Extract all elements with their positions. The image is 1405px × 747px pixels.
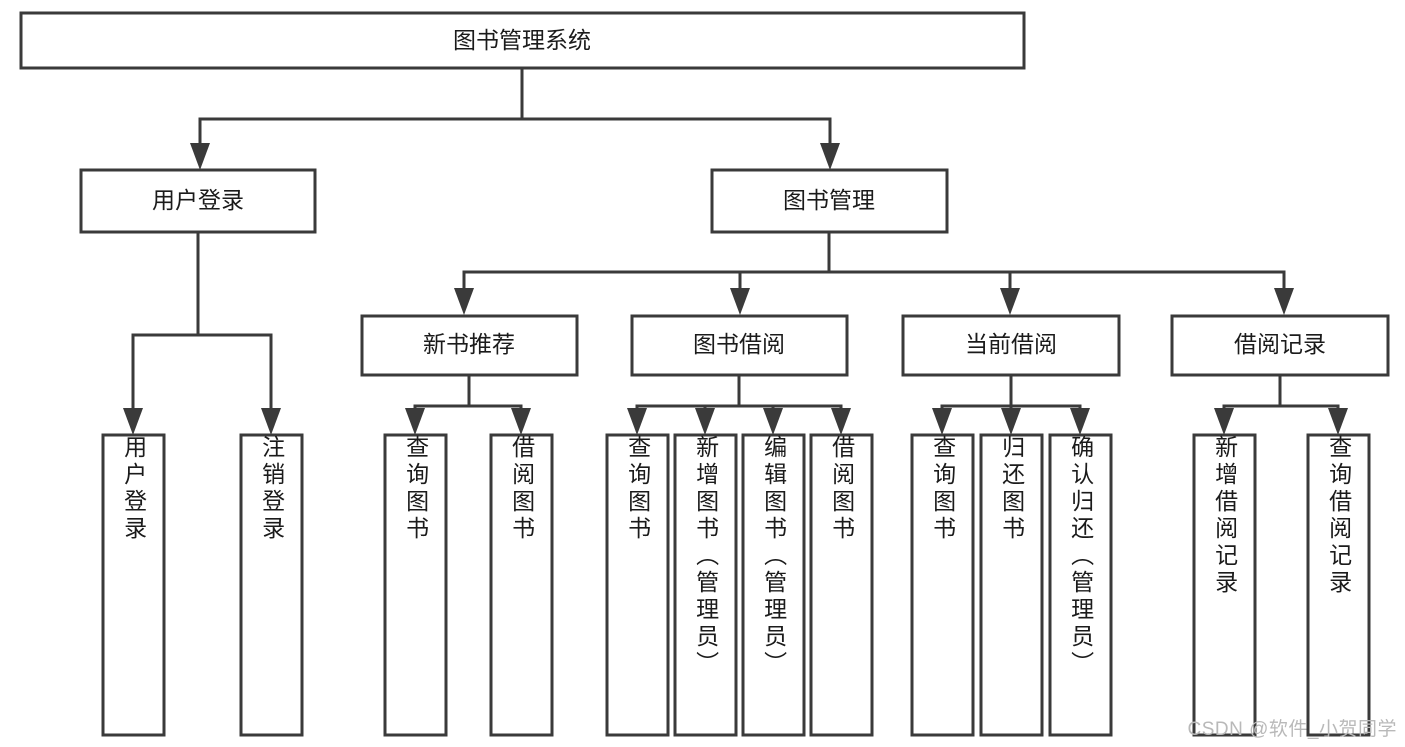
leaf-confirm-return-admin-box[interactable]	[1048, 433, 1113, 737]
arrow-head-leaf-borrow-book-1	[511, 408, 531, 435]
leaf-query-borrow-record-box[interactable]	[1306, 433, 1371, 737]
leaf-logout-box[interactable]	[239, 433, 304, 737]
node-root-system-box[interactable]	[19, 11, 1026, 70]
leaf-boxes-layer	[101, 433, 1371, 737]
node-book-borrow-box[interactable]	[630, 314, 849, 377]
leaf-add-borrow-record-box[interactable]	[1192, 433, 1257, 737]
node-book-management-box[interactable]	[710, 168, 949, 234]
arrow-head-leaf-query-book-1	[405, 408, 425, 435]
arrow-head-leaf-edit-book-admin	[763, 408, 783, 435]
node-borrow-record-label: 借阅记录	[1234, 331, 1326, 357]
arrow-head-leaf-query-book-2	[627, 408, 647, 435]
arrow-head-leaf-borrow-book-2	[831, 408, 851, 435]
arrow-head-leaf-logout	[261, 408, 281, 435]
leaf-query-book-2-box[interactable]	[605, 433, 670, 737]
arrow-head-book-borrow	[730, 288, 750, 315]
arrow-head-leaf-return-book	[1001, 408, 1021, 435]
node-user-login-box[interactable]	[79, 168, 317, 234]
connector-layer	[123, 66, 1348, 435]
node-new-book-recommend[interactable]: 新书推荐	[360, 314, 579, 377]
arrow-head-leaf-query-book-3	[932, 408, 952, 435]
node-current-borrow[interactable]: 当前借阅	[901, 314, 1121, 377]
node-user-login[interactable]: 用户登录	[79, 168, 317, 234]
arrow-head-leaf-query-borrow-record	[1328, 408, 1348, 435]
node-current-borrow-label: 当前借阅	[965, 331, 1057, 357]
node-borrow-record-box[interactable]	[1170, 314, 1390, 377]
watermark-text: CSDN @软件_小贺同学	[1187, 719, 1397, 740]
arrow-head-user-login	[190, 143, 210, 170]
node-current-borrow-box[interactable]	[901, 314, 1121, 377]
arrow-head-leaf-user-login	[123, 408, 143, 435]
node-root-system-label: 图书管理系统	[453, 27, 591, 53]
node-new-book-recommend-label: 新书推荐	[423, 331, 515, 357]
leaf-query-book-1-box[interactable]	[383, 433, 448, 737]
node-book-borrow-label: 图书借阅	[693, 331, 785, 357]
arrow-head-leaf-add-book-admin	[695, 408, 715, 435]
node-new-book-recommend-box[interactable]	[360, 314, 579, 377]
leaf-borrow-book-1-box[interactable]	[489, 433, 554, 737]
node-user-login-label: 用户登录	[152, 187, 244, 213]
arrow-head-borrow-record	[1274, 288, 1294, 315]
arrow-head-new-book-recommend	[454, 288, 474, 315]
node-book-borrow[interactable]: 图书借阅	[630, 314, 849, 377]
node-root-system[interactable]: 图书管理系统	[19, 11, 1026, 70]
arrow-head-leaf-add-borrow-record	[1214, 408, 1234, 435]
node-borrow-record[interactable]: 借阅记录	[1170, 314, 1390, 377]
node-book-management-label: 图书管理	[783, 187, 875, 213]
leaf-user-login-box[interactable]	[101, 433, 166, 737]
leaf-return-book-box[interactable]	[979, 433, 1044, 737]
node-book-management[interactable]: 图书管理	[710, 168, 949, 234]
leaf-borrow-book-2-box[interactable]	[809, 433, 874, 737]
arrow-head-current-borrow	[1000, 288, 1020, 315]
arrow-head-leaf-confirm-return-admin	[1070, 408, 1090, 435]
leaf-add-book-admin-box[interactable]	[673, 433, 738, 737]
arrow-head-book-management	[820, 143, 840, 170]
leaf-edit-book-admin-box[interactable]	[741, 433, 806, 737]
leaf-query-book-3-box[interactable]	[910, 433, 975, 737]
